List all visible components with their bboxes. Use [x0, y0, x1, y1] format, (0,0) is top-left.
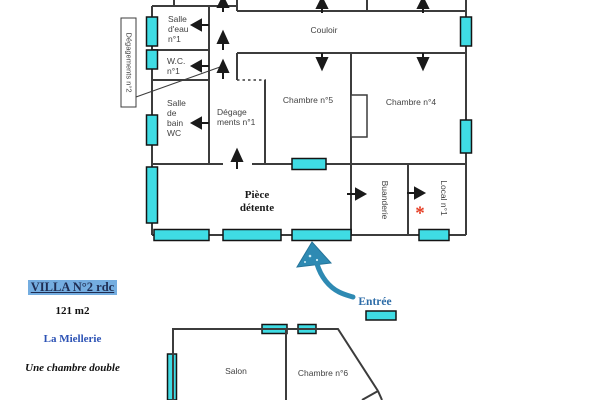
- room-label-degagements2: Dégagements n°2: [125, 32, 134, 92]
- window-marker: [145, 166, 159, 224]
- entrance-label: Entrée: [358, 296, 391, 308]
- window-marker: [145, 114, 159, 146]
- door-arrow-right: [347, 187, 368, 201]
- room-label-salle-eau: Salle: [168, 14, 187, 24]
- door-arrow-up: [416, 0, 430, 13]
- window-marker: [365, 310, 397, 321]
- window-marker: [145, 16, 159, 47]
- window-marker: [222, 228, 282, 242]
- room-label-salon: Salon: [225, 366, 247, 376]
- room-label-piece-detente-line2: détente: [240, 202, 274, 214]
- door-arrow-up: [230, 147, 244, 169]
- room-label-salle-bain: de: [167, 108, 177, 118]
- asterisk-marker: *: [415, 203, 425, 224]
- info-block: VILLA N°2 rdc 121 m2 La Miellerie Une ch…: [10, 278, 135, 374]
- room-label-wc: n°1: [167, 66, 180, 76]
- room-label-chambre5: Chambre n°5: [283, 95, 333, 105]
- main-plan-room-labels: Salle d'eau n°1 W.C. n°1 Salle de bain W…: [167, 14, 449, 378]
- window-marker: [459, 119, 473, 154]
- room-label-degagements1: ments n°1: [217, 117, 256, 127]
- door-arrows: [189, 0, 430, 201]
- lower-plan-walls: [172, 328, 383, 400]
- degagements2-leader-line: [135, 66, 221, 98]
- villa-description: Une chambre double: [25, 362, 120, 374]
- door-arrow-left: [189, 116, 209, 130]
- door-arrow-up: [216, 0, 230, 12]
- room-label-couloir: Couloir: [311, 25, 338, 35]
- villa-area: 121 m2: [55, 305, 90, 317]
- door-arrow-up: [216, 29, 230, 50]
- room-label-chambre6: Chambre n°6: [298, 368, 348, 378]
- room-label-salle-eau: n°1: [168, 34, 181, 44]
- door-arrow-down: [315, 53, 329, 72]
- main-plan-walls: [151, 0, 467, 236]
- room-label-local1: Local n°1: [439, 180, 449, 216]
- room-label-wc: W.C.: [167, 56, 185, 66]
- closet-symbol: [350, 94, 368, 138]
- window-marker: [291, 157, 327, 171]
- door-arrow-right: [407, 186, 427, 200]
- door-arrow-up: [216, 58, 230, 79]
- door-arrow-up: [315, 0, 329, 13]
- room-label-salle-eau: d'eau: [168, 24, 189, 34]
- villa-title: VILLA N°2 rdc: [27, 280, 118, 295]
- degagements2-label-box: [120, 17, 137, 108]
- residence-name: La Miellerie: [43, 333, 102, 345]
- window-marker: [418, 228, 450, 242]
- window-marker: [459, 16, 473, 47]
- entrance-arrow: [296, 241, 356, 300]
- room-label-buanderie: Buanderie: [380, 181, 390, 220]
- window-marker: [291, 228, 352, 242]
- room-label-degagements1: Dégage: [217, 107, 247, 117]
- room-label-salle-bain: WC: [167, 128, 181, 138]
- room-label-piece-detente-line1: Pièce: [245, 189, 270, 201]
- room-label-salle-bain: Salle: [167, 98, 186, 108]
- door-arrow-left: [189, 59, 209, 73]
- room-label-chambre4: Chambre n°4: [386, 97, 436, 107]
- window-marker: [153, 228, 210, 242]
- room-label-piece-detente: Pièce détente: [240, 189, 274, 214]
- door-arrow-down: [416, 53, 430, 72]
- door-arrow-left: [189, 18, 209, 32]
- room-label-salle-bain: bain: [167, 118, 183, 128]
- window-marker: [145, 49, 159, 70]
